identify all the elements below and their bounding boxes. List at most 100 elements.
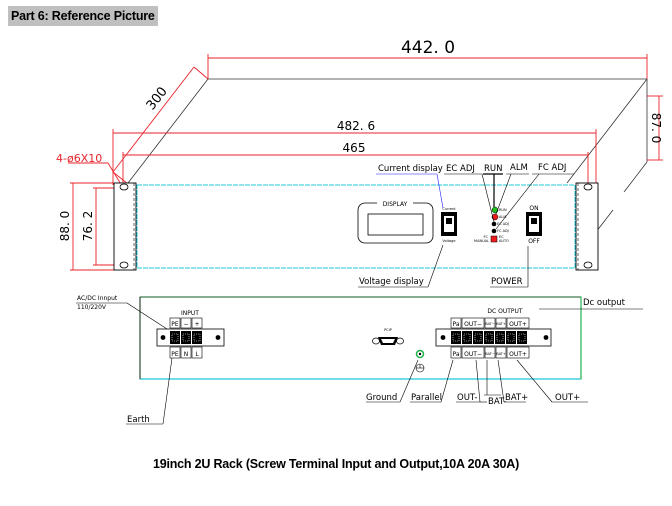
mount-hole	[583, 261, 593, 269]
ground-symbol-icon	[415, 363, 425, 373]
output-bottom-label: OUT+	[509, 351, 527, 358]
dim-depth: 300	[144, 84, 171, 113]
callout-ec-adj: EC ADJ	[446, 164, 475, 174]
terminal-screw	[507, 333, 515, 342]
output-bottom-label: BAT−	[485, 352, 495, 356]
comm-port-label: PCIP	[384, 328, 392, 332]
input-terminal[interactable]	[170, 331, 180, 344]
input-bottom-label: L	[195, 351, 199, 358]
mount-hole	[119, 183, 129, 191]
fc-ec-mode-switch[interactable]	[490, 235, 498, 243]
input-terminal[interactable]	[181, 331, 191, 344]
callout-out-minus: OUT-	[457, 393, 477, 403]
output-bottom-label: OUT−	[464, 351, 482, 358]
mode-label-auto: AUTO	[499, 239, 509, 243]
callout-bat-plus: BAT+	[505, 393, 528, 403]
output-top-label: BAT−	[485, 322, 495, 326]
callout-power: POWER	[491, 277, 523, 287]
terminal-screw	[474, 333, 482, 342]
dim-total-width: 482. 6	[337, 119, 375, 133]
rear-callout-lines	[366, 308, 643, 403]
display-screen	[367, 213, 424, 236]
callout-parallel: Parallel	[411, 393, 442, 403]
output-bottom-label: Pa	[452, 351, 459, 358]
output-terminal[interactable]	[451, 331, 461, 344]
input-title: INPUT	[181, 310, 199, 317]
left-rack-ear	[113, 182, 137, 271]
ac-input-voltage: 110/220V	[77, 304, 107, 311]
dim-top-width: 442. 0	[401, 38, 455, 58]
callout-dc-output: Dc output	[583, 298, 626, 308]
terminal-screw	[496, 333, 504, 342]
terminal-screw	[485, 333, 493, 342]
terminal-screw	[518, 333, 526, 342]
mount-hole	[119, 261, 129, 269]
switch-label-current: Current	[442, 207, 456, 211]
dc-output-title: DC OUTPUT	[487, 308, 523, 315]
output-terminal[interactable]	[506, 331, 516, 344]
callout-alm: ALM	[510, 163, 528, 173]
dim-mount-holes: 4-ø6X10	[56, 152, 102, 165]
ec-adj-knob[interactable]	[491, 221, 497, 227]
alm-led	[491, 213, 499, 221]
dim-side-height: 87. 0	[649, 113, 663, 144]
led-label-alm: ALM	[499, 215, 506, 219]
dim-hole-spacing: 465	[343, 141, 366, 155]
callout-ground: Ground	[366, 393, 397, 403]
output-terminal[interactable]	[473, 331, 483, 344]
input-terminal-block: INPUT PE − + PE N L	[156, 310, 225, 359]
chassis-outline	[127, 78, 648, 233]
fc-adj-knob[interactable]	[491, 228, 497, 234]
callout-voltage-display: Voltage display	[359, 277, 424, 287]
output-top-label: Pa	[452, 321, 459, 328]
knob-label-fc-adj: FC ADJ	[497, 229, 509, 233]
callout-run: RUN	[484, 164, 503, 174]
diagram-caption: 19inch 2U Rack (Screw Terminal Input and…	[152, 457, 520, 471]
right-rack-ear	[575, 182, 599, 271]
output-terminal[interactable]	[517, 331, 527, 344]
input-top-label: PE	[171, 321, 179, 328]
led-label-run: RUN	[499, 208, 507, 212]
front-face	[136, 184, 576, 269]
callout-bat-minus: BAT-	[488, 397, 506, 407]
mode-label-manual: MANUAL	[474, 239, 489, 243]
dim-hole-vertical: 76. 2	[81, 211, 95, 242]
dimension-lines	[68, 54, 663, 271]
output-top-label: BAT+	[496, 322, 506, 326]
front-panel: DISPLAY Current Voltage RUN ALM EC ADJ F…	[113, 182, 599, 271]
callout-current-display: Current display	[378, 164, 443, 174]
knob-label-ec-adj: EC ADJ	[497, 222, 509, 226]
output-terminal-block: DC OUTPUT Pa OUT− BAT− BAT+ OUT+ Pa OUT−…	[435, 308, 580, 359]
front-callout-lines	[358, 173, 574, 288]
mount-hole	[583, 183, 593, 191]
mode-label-fc: FC	[484, 235, 489, 239]
output-top-label: OUT−	[464, 321, 482, 328]
callout-fc-adj: FC ADJ	[538, 163, 566, 173]
terminal-screw	[463, 333, 471, 342]
output-terminal[interactable]	[495, 331, 505, 344]
ac-input-leader	[76, 302, 173, 425]
input-terminal[interactable]	[192, 331, 202, 344]
terminal-screw	[452, 333, 460, 342]
callout-out-plus: OUT+	[555, 393, 580, 403]
callout-earth: Earth	[127, 415, 150, 425]
dim-front-height: 88. 0	[58, 211, 72, 242]
mode-label-ec: EC	[499, 235, 504, 239]
input-top-label: +	[194, 321, 199, 328]
power-label-on: ON	[529, 205, 538, 212]
input-bottom-label: PE	[171, 351, 179, 358]
input-bottom-label: N	[184, 351, 189, 358]
output-top-label: OUT+	[509, 321, 527, 328]
section-header: Part 6: Reference Picture	[8, 6, 158, 26]
output-terminal[interactable]	[484, 331, 494, 344]
input-top-label: −	[183, 321, 188, 328]
run-led	[491, 206, 499, 214]
ac-input-label: AC/DC Innput	[77, 295, 118, 302]
switch-label-voltage: Voltage	[442, 239, 455, 243]
power-label-off: OFF	[528, 238, 540, 245]
output-bottom-label: BAT+	[496, 352, 506, 356]
display-label: DISPLAY	[383, 201, 408, 208]
output-terminal[interactable]	[462, 331, 472, 344]
comm-port[interactable]: PCIP	[372, 328, 404, 345]
